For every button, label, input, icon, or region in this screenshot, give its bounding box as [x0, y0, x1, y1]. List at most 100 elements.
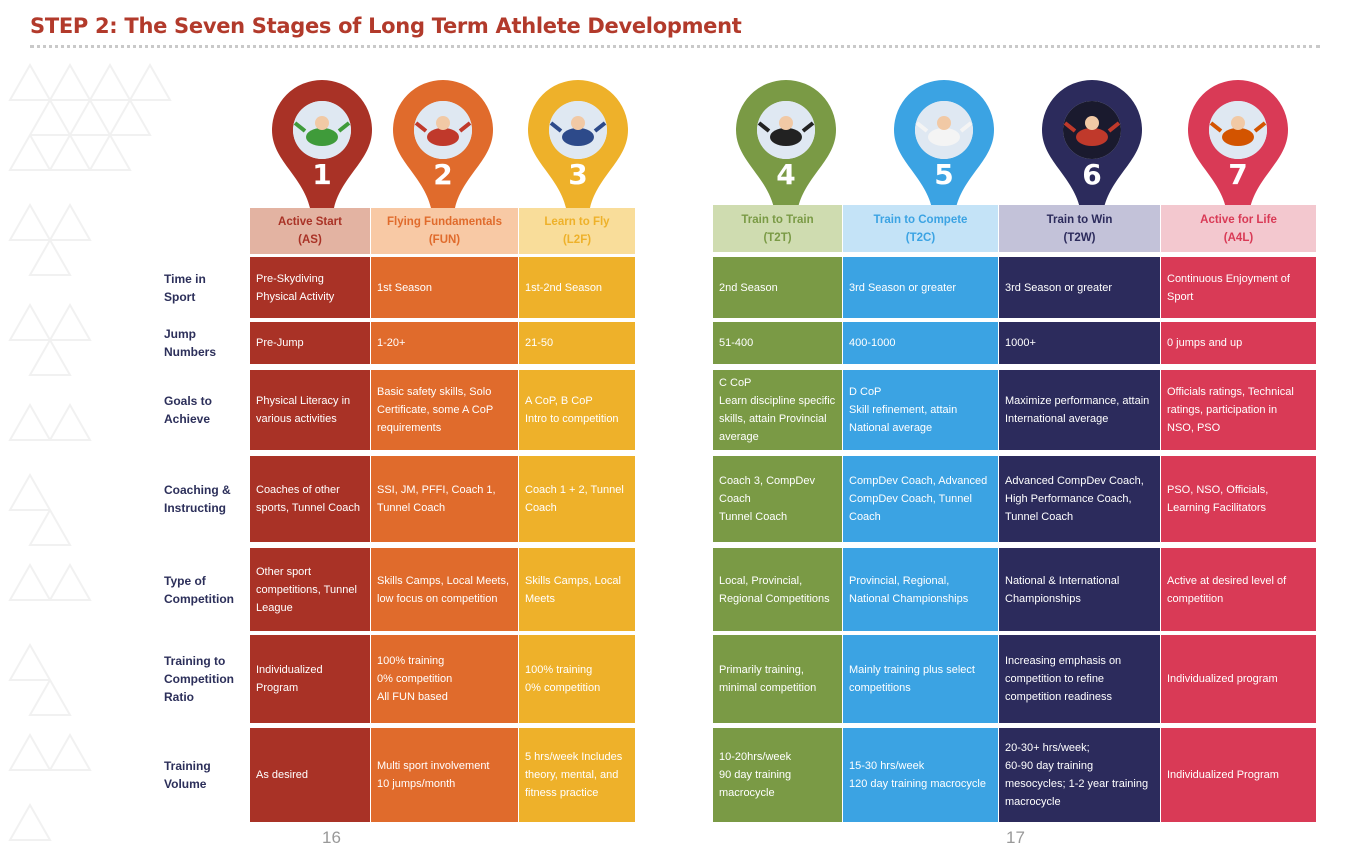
stage-name: Active Start [278, 216, 342, 228]
stage-5-pin: 5 [894, 80, 994, 208]
stage-abbr: (T2C) [905, 231, 936, 244]
table-cell: Individualized program [1161, 635, 1316, 723]
stage-name: Learn to Fly [544, 216, 610, 228]
table-cell: Local, Provincial, Regional Competitions [713, 548, 842, 631]
team-photo [1063, 101, 1121, 159]
table-cell: Physical Literacy in various activities [250, 370, 370, 450]
table-cell: Coach 1 + 2, Tunnel Coach [519, 456, 635, 542]
child-skydiver-photo [293, 101, 351, 159]
stage-6-pin: 6 [1042, 80, 1142, 208]
stage-header: Active for Life (A4L) [1161, 205, 1316, 252]
table-cell: 3rd Season or greater [999, 257, 1160, 318]
stage-header: Learn to Fly (L2F) [519, 208, 635, 254]
table-cell: Mainly training plus select competitions [843, 635, 998, 723]
table-cell: Active at desired level of competition [1161, 548, 1316, 631]
stage-4-pin: 4 [736, 80, 836, 208]
table-cell: National & International Championships [999, 548, 1160, 631]
stage-abbr: (L2F) [562, 234, 592, 246]
page-number-left: 16 [322, 828, 341, 847]
table-cell: Officials ratings, Technical ratings, pa… [1161, 370, 1316, 450]
table-cell: 15-30 hrs/week 120 day training macrocyc… [843, 728, 998, 822]
table-cell: Individualized Program [1161, 728, 1316, 822]
row-label: Jump Numbers [164, 327, 217, 359]
table-cell: 1st Season [371, 257, 518, 318]
freestyle-skydiver-photo [915, 101, 973, 159]
table-cell: 20-30+ hrs/week; 60-90 day training meso… [999, 728, 1160, 822]
table-cell: Continuous Enjoyment of Sport [1161, 257, 1316, 318]
table-cell: Multi sport involvement 10 jumps/month [371, 728, 518, 822]
row-label: Training to Competition Ratio [164, 654, 234, 704]
stage-abbr: (T2W) [1063, 231, 1096, 244]
formation-skydivers-photo [757, 101, 815, 159]
table-cell: Pre-Jump [250, 322, 370, 364]
stage-name: Flying Fundamentals [386, 216, 502, 228]
table-cell: 1000+ [999, 322, 1160, 364]
table-cell: 21-50 [519, 322, 635, 364]
table-cell: Other sport competitions, Tunnel League [250, 548, 370, 631]
table-cell: 3rd Season or greater [843, 257, 998, 318]
table-cell: Skills Camps, Local Meets, low focus on … [371, 548, 518, 631]
stage-name: Train to Compete [873, 213, 968, 226]
table-cell: Advanced CompDev Coach, High Performance… [999, 456, 1160, 542]
stage-abbr: (A4L) [1223, 231, 1254, 244]
table-cell: Pre-Skydiving Physical Activity [250, 257, 370, 318]
stage-number: 7 [1228, 158, 1248, 191]
table-cell: 100% training 0% competition [519, 635, 635, 723]
table-cell: Skills Camps, Local Meets [519, 548, 635, 631]
stage-header: Train to Train (T2T) [713, 205, 842, 252]
stage-3-pin: 3 [528, 80, 628, 208]
stage-header: Train to Win (T2W) [999, 205, 1160, 252]
table-cell: 2nd Season [713, 257, 842, 318]
table-cell: Maximize performance, attain Internation… [999, 370, 1160, 450]
background-triangle-pattern [8, 62, 172, 841]
table-cell: 5 hrs/week Includes theory, mental, and … [519, 728, 635, 822]
freefall-group-photo [414, 101, 472, 159]
row-label: Training Volume [164, 759, 211, 791]
row-label: Time in Sport [164, 271, 206, 304]
stage-abbr: (T2T) [763, 231, 792, 244]
stage-name: Train to Win [1046, 213, 1113, 226]
table-cell: 400-1000 [843, 322, 998, 364]
stage-number: 4 [776, 158, 796, 191]
stage-name: Train to Train [741, 213, 814, 226]
stage-abbr: (FUN) [428, 234, 461, 246]
table-cell: Individualized Program [250, 635, 370, 723]
table-cell: A CoP, B CoP Intro to competition [519, 370, 635, 450]
table-cell: 51-400 [713, 322, 842, 364]
stage-number: 6 [1082, 158, 1102, 191]
page-title: STEP 2: The Seven Stages of Long Term At… [30, 14, 742, 38]
stage-number: 1 [312, 158, 332, 191]
stage-header: Train to Compete (T2C) [843, 205, 998, 252]
stage-number: 5 [934, 158, 954, 191]
stage-name: Active for Life [1200, 213, 1277, 226]
row-label: Coaching & Instructing [164, 483, 231, 515]
table-cell: C CoP Learn discipline specific skills, … [713, 370, 842, 450]
stage-7-pin: 7 [1188, 80, 1288, 208]
stage-number: 2 [433, 158, 453, 191]
table-cell: As desired [250, 728, 370, 822]
table-cell: Increasing emphasis on competition to re… [999, 635, 1160, 723]
table-cell: Coach 3, CompDev Coach Tunnel Coach [713, 456, 842, 542]
table-cell: Provincial, Regional, National Champions… [843, 548, 998, 631]
table-cell: Coaches of other sports, Tunnel Coach [250, 456, 370, 542]
table-cell: 100% training 0% competition All FUN bas… [371, 635, 518, 723]
dotted-divider [30, 45, 1320, 48]
table-cell: 0 jumps and up [1161, 322, 1316, 364]
stage-header: Active Start (AS) [250, 208, 370, 254]
table-cell: D CoP Skill refinement, attain National … [843, 370, 998, 450]
table-cell: SSI, JM, PFFI, Coach 1, Tunnel Coach [371, 456, 518, 542]
stage-2-pin: 2 [393, 80, 493, 208]
tunnel-flyer-photo [549, 101, 607, 159]
table-cell: Basic safety skills, Solo Certificate, s… [371, 370, 518, 450]
row-label: Goals to Achieve [164, 394, 213, 426]
table-cell: 1-20+ [371, 322, 518, 364]
table-cell: 1st-2nd Season [519, 257, 635, 318]
table-cell: CompDev Coach, Advanced CompDev Coach, T… [843, 456, 998, 542]
table-cell: PSO, NSO, Officials, Learning Facilitato… [1161, 456, 1316, 542]
wingsuit-photo [1209, 101, 1267, 159]
stage-1-pin: 1 [272, 80, 372, 208]
table-cell: Primarily training, minimal competition [713, 635, 842, 723]
table-cell: 10-20hrs/week 90 day training macrocycle [713, 728, 842, 822]
stage-number: 3 [568, 158, 588, 191]
stage-abbr: (AS) [298, 234, 322, 246]
